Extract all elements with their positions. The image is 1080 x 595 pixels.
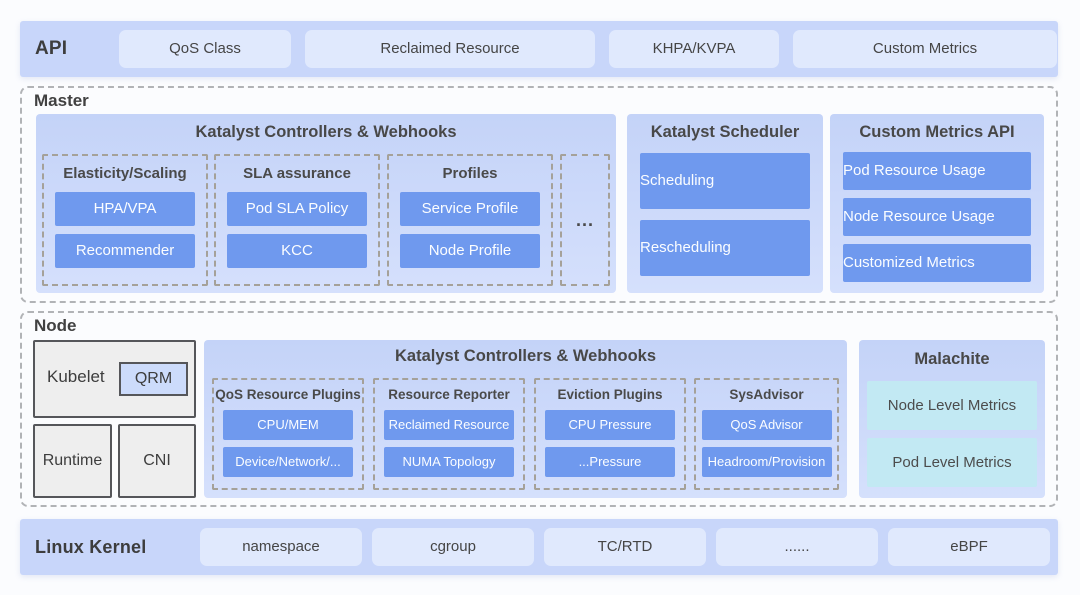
group-resource-reporter-title: Resource Reporter	[388, 387, 510, 402]
runtime-box: Runtime	[33, 424, 112, 498]
api-item-qos-class: QoS Class	[119, 30, 291, 68]
block-service-profile: Service Profile	[400, 192, 540, 226]
block-recommender: Recommender	[55, 234, 195, 268]
block-headroom-provision: Headroom/Provision	[701, 447, 832, 477]
block-reclaimed-resource: Reclaimed Resource	[384, 410, 514, 440]
block-node-resource-usage: Node Resource Usage	[843, 198, 1031, 236]
kubelet-box: Kubelet QRM	[33, 340, 196, 418]
linux-kernel-label: Linux Kernel	[35, 536, 147, 557]
katalyst-scheduler-title: Katalyst Scheduler	[650, 123, 800, 141]
block-rescheduling: Rescheduling	[640, 220, 810, 276]
master-controllers-box: Katalyst Controllers & Webhooks Elastici…	[36, 114, 616, 293]
kernel-item-namespace: namespace	[200, 528, 362, 566]
node-controllers-title: Katalyst Controllers & Webhooks	[395, 347, 656, 365]
block-qos-advisor: QoS Advisor	[701, 410, 832, 440]
api-item-reclaimed-resource: Reclaimed Resource	[305, 30, 595, 68]
group-elasticity-scaling-title: Elasticity/Scaling	[63, 165, 187, 182]
node-label: Node	[34, 316, 77, 335]
group-more-ellipsis: ...	[560, 154, 610, 286]
master-label: Master	[34, 91, 89, 110]
group-profiles-title: Profiles	[442, 165, 498, 182]
custom-metrics-api-box: Custom Metrics API Pod Resource Usage No…	[830, 114, 1044, 293]
group-eviction-plugins: Eviction Plugins CPU Pressure ...Pressur…	[534, 378, 686, 490]
block-pod-resource-usage: Pod Resource Usage	[843, 152, 1031, 190]
group-elasticity-scaling: Elasticity/Scaling HPA/VPA Recommender	[42, 154, 208, 286]
kernel-item-ellipsis: ......	[716, 528, 878, 566]
api-label: API	[35, 38, 68, 59]
block-hpa-vpa: HPA/VPA	[55, 192, 195, 226]
group-sysadvisor-title: SysAdvisor	[729, 387, 804, 402]
group-resource-reporter: Resource Reporter Reclaimed Resource NUM…	[373, 378, 525, 490]
block-node-profile: Node Profile	[400, 234, 540, 268]
custom-metrics-api-title: Custom Metrics API	[859, 123, 1015, 141]
block-pod-sla-policy: Pod SLA Policy	[227, 192, 367, 226]
group-sysadvisor: SysAdvisor QoS Advisor Headroom/Provisio…	[694, 378, 839, 490]
qrm-box: QRM	[119, 362, 188, 396]
block-customized-metrics: Customized Metrics	[843, 244, 1031, 282]
api-band: API QoS Class Reclaimed Resource KHPA/KV…	[20, 21, 1058, 77]
block-scheduling: Scheduling	[640, 153, 810, 209]
block-numa-topology: NUMA Topology	[384, 447, 514, 477]
kernel-item-tc-rtd: TC/RTD	[544, 528, 706, 566]
group-eviction-plugins-title: Eviction Plugins	[557, 387, 663, 402]
kernel-item-ebpf: eBPF	[888, 528, 1050, 566]
cni-box: CNI	[118, 424, 196, 498]
malachite-title: Malachite	[914, 350, 990, 368]
master-section: Master Katalyst Controllers & Webhooks E…	[20, 86, 1058, 303]
group-sla-assurance: SLA assurance Pod SLA Policy KCC	[214, 154, 380, 286]
group-qos-resource-plugins-title: QoS Resource Plugins	[215, 387, 361, 402]
node-controllers-box: Katalyst Controllers & Webhooks QoS Reso…	[204, 340, 847, 498]
node-section: Node Kubelet QRM Runtime CNI Katalyst Co…	[20, 311, 1058, 507]
master-controllers-title: Katalyst Controllers & Webhooks	[195, 123, 457, 141]
api-item-custom-metrics: Custom Metrics	[793, 30, 1057, 68]
block-other-pressure: ...Pressure	[545, 447, 675, 477]
group-sla-assurance-title: SLA assurance	[243, 165, 351, 182]
block-cpu-pressure: CPU Pressure	[545, 410, 675, 440]
block-pod-level-metrics: Pod Level Metrics	[867, 438, 1037, 487]
block-device-network: Device/Network/...	[223, 447, 353, 477]
block-cpu-mem: CPU/MEM	[223, 410, 353, 440]
kubelet-label: Kubelet	[47, 367, 105, 386]
katalyst-scheduler-box: Katalyst Scheduler Scheduling Rescheduli…	[627, 114, 823, 293]
block-kcc: KCC	[227, 234, 367, 268]
api-item-khpa-kvpa: KHPA/KVPA	[609, 30, 779, 68]
kernel-item-cgroup: cgroup	[372, 528, 534, 566]
malachite-box: Malachite Node Level Metrics Pod Level M…	[859, 340, 1045, 498]
group-qos-resource-plugins: QoS Resource Plugins CPU/MEM Device/Netw…	[212, 378, 364, 490]
linux-kernel-band: Linux Kernel namespace cgroup TC/RTD ...…	[20, 519, 1058, 575]
group-profiles: Profiles Service Profile Node Profile	[387, 154, 553, 286]
block-node-level-metrics: Node Level Metrics	[867, 381, 1037, 430]
more-ellipsis-text: ...	[575, 209, 594, 230]
